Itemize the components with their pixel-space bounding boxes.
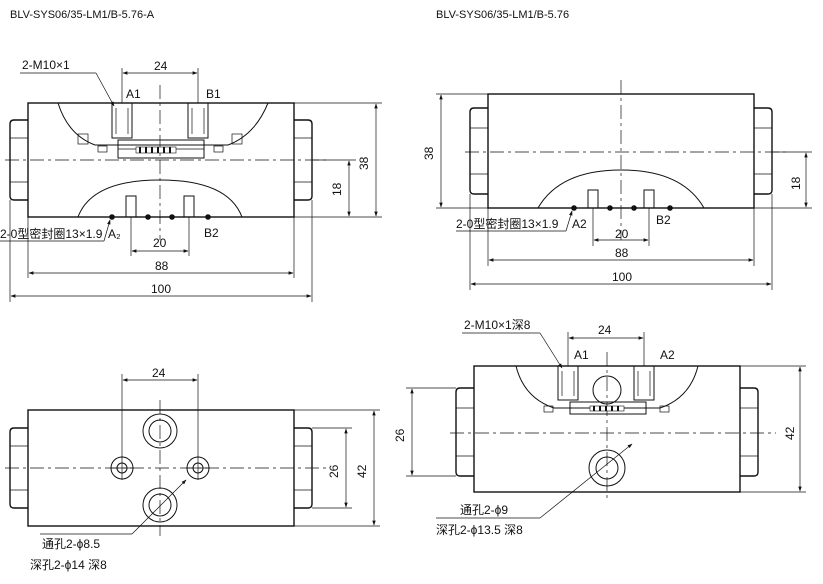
right-end-cap bbox=[740, 387, 759, 477]
port-a1-label: A1 bbox=[126, 87, 141, 101]
front-right-view: 38 18 2-0型密封圈13×1.9 A2 B2 20 88 100 bbox=[422, 80, 812, 290]
dim-height-18: 18 bbox=[330, 182, 344, 196]
right-model-title: BLV-SYS06/35-LM1/B-5.76 bbox=[436, 9, 569, 21]
port-a2-label: A2 bbox=[660, 348, 675, 362]
port-b2-hole bbox=[643, 189, 655, 209]
dim-20: 20 bbox=[615, 227, 629, 241]
port-a1-hole bbox=[557, 365, 579, 401]
port-a2-hole bbox=[633, 365, 655, 401]
dim-24: 24 bbox=[152, 366, 166, 380]
mounting-hole-top bbox=[142, 413, 178, 449]
left-model-title: BLV-SYS06/35-LM1/B-5.76-A bbox=[10, 9, 155, 21]
dim-height-38: 38 bbox=[422, 146, 436, 160]
lower-section-hatch bbox=[77, 179, 243, 218]
port-b1-hole bbox=[187, 102, 209, 139]
top-right-view: 2-M10×1深8 24 A1 A2 26 42 通孔2-ϕ9 深孔2-ϕ13.… bbox=[393, 318, 806, 537]
port-a2-hole bbox=[125, 195, 137, 218]
left-end-cap bbox=[455, 387, 474, 477]
hole-note: 通孔2-ϕ8.5 bbox=[42, 537, 100, 551]
port-a2-label: A₂ bbox=[108, 227, 121, 241]
dim-24: 24 bbox=[598, 323, 612, 337]
dim-42: 42 bbox=[355, 464, 369, 478]
dim-26: 26 bbox=[327, 464, 341, 478]
dim-88: 88 bbox=[155, 259, 169, 273]
hole-note: 通孔2-ϕ9 bbox=[460, 503, 508, 517]
dim-26: 26 bbox=[393, 428, 407, 442]
dim-42: 42 bbox=[783, 426, 797, 440]
front-left-view: 24 2-M10×1 A1 B1 38 18 2-0型密封圈13×1.9 A₂ … bbox=[0, 58, 382, 302]
thread-note: 2-M10×1深8 bbox=[464, 318, 531, 332]
seal-note: 2-0型密封圈13×1.9 bbox=[456, 216, 559, 231]
upper-section-hatch bbox=[57, 102, 269, 146]
port-b2-label: B2 bbox=[204, 226, 219, 240]
port-a1-label: A1 bbox=[574, 348, 589, 362]
port-b2-hole bbox=[183, 195, 195, 218]
top-left-view: 24 26 42 通孔2-ϕ8.5 深孔2-ϕ14 深8 bbox=[5, 366, 380, 572]
left-end-cap bbox=[469, 107, 488, 195]
dim-100: 100 bbox=[612, 270, 632, 284]
dim-20: 20 bbox=[153, 236, 167, 250]
dim-100: 100 bbox=[151, 282, 171, 296]
counterbore-note: 深孔2-ϕ14 深8 bbox=[30, 558, 107, 572]
dim-height-18: 18 bbox=[789, 176, 803, 190]
dim-height-38: 38 bbox=[357, 156, 371, 170]
port-a2-label: A2 bbox=[572, 217, 587, 231]
right-end-cap bbox=[754, 107, 773, 195]
port-b1-label: B1 bbox=[206, 87, 221, 101]
thread-note: 2-M10×1 bbox=[22, 58, 70, 72]
port-b2-label: B2 bbox=[656, 213, 671, 227]
port-a2-hole bbox=[587, 189, 599, 209]
lower-section-hatch bbox=[537, 169, 705, 209]
dim-port-spacing: 24 bbox=[154, 59, 168, 73]
mounting-hole bbox=[588, 449, 626, 487]
mounting-hole-bottom bbox=[142, 487, 178, 523]
port-a1-hole bbox=[111, 102, 133, 139]
counterbore-note: 深孔2-ϕ13.5 深8 bbox=[436, 523, 523, 537]
dim-88: 88 bbox=[615, 246, 629, 260]
seal-note: 2-0型密封圈13×1.9 bbox=[0, 226, 103, 241]
